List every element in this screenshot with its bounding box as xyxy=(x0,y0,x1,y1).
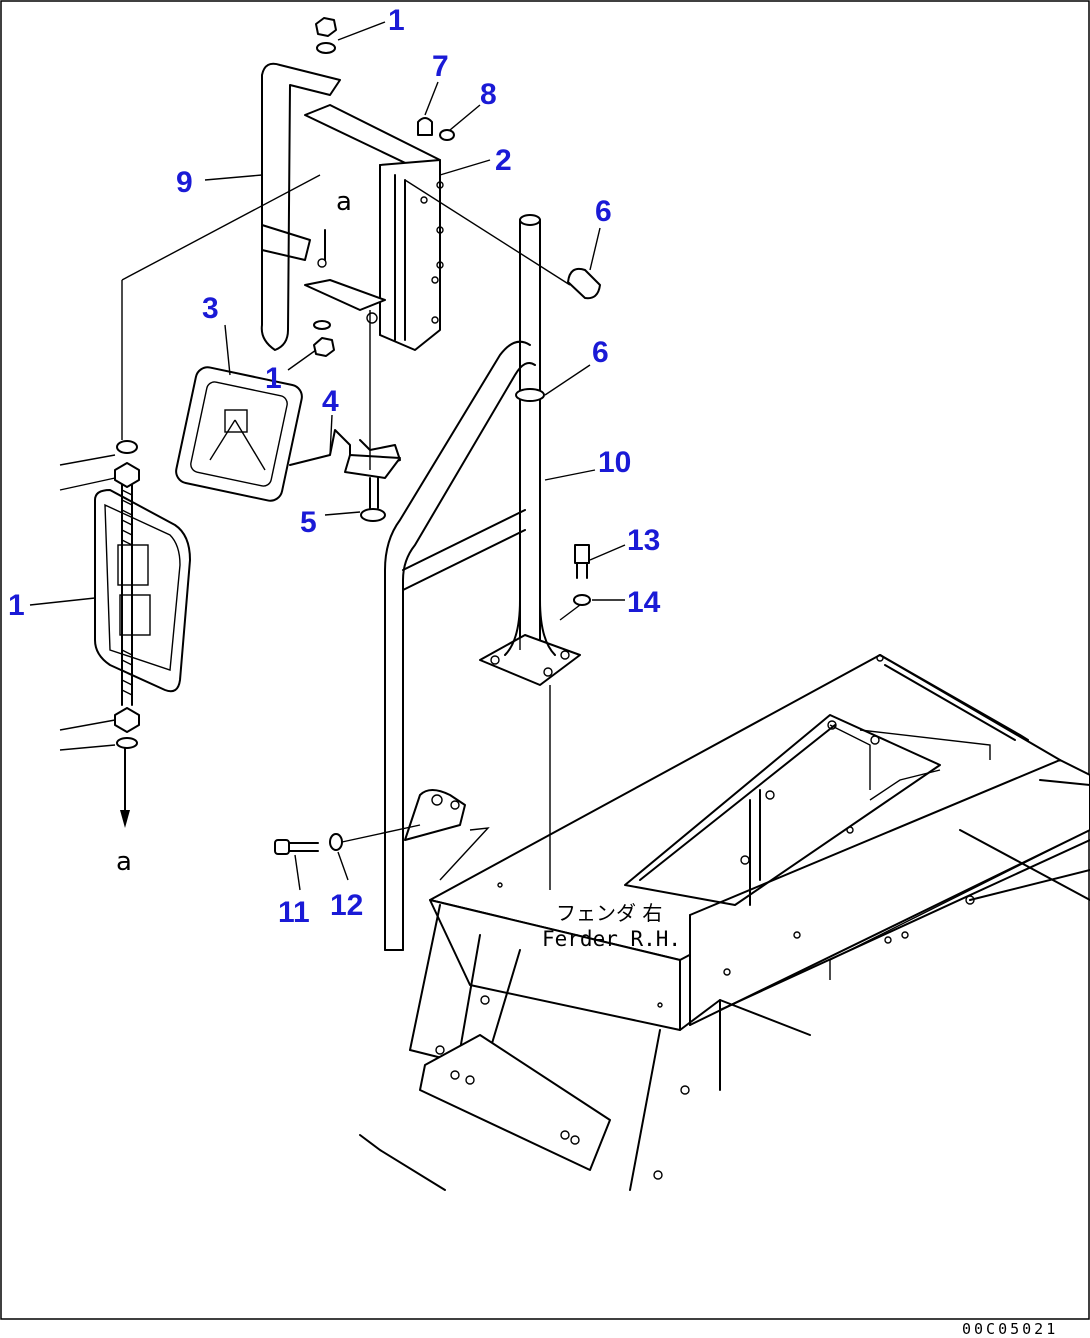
part-label-12: 12 xyxy=(330,889,363,922)
part-label-2: 2 xyxy=(495,144,512,177)
hardware-small-parts xyxy=(274,17,601,855)
mirror-bracket xyxy=(260,62,444,351)
part-label-1-top: 1 xyxy=(388,4,405,37)
part-label-6-mid: 6 xyxy=(592,336,609,369)
leader-lines xyxy=(29,21,626,891)
part-label-1-left: 1 xyxy=(8,589,25,622)
fender-rh xyxy=(359,654,1090,1191)
part-label-7: 7 xyxy=(432,50,449,83)
drawing-code: 00C05021 xyxy=(962,1320,1058,1338)
part-label-6-top: 6 xyxy=(595,195,612,228)
mirror-stay xyxy=(479,214,581,686)
part-label-8: 8 xyxy=(480,78,497,111)
fender-note-jp: フェンダ 右 xyxy=(556,901,662,925)
part-label-1-mid: 1 xyxy=(265,362,282,395)
part-labels: 1 7 8 2 9 6 3 1 6 4 10 5 13 14 1 11 12 xyxy=(8,4,661,929)
part-label-9: 9 xyxy=(176,166,193,199)
part-label-14: 14 xyxy=(627,586,661,619)
part-label-5: 5 xyxy=(300,506,317,539)
part-label-4: 4 xyxy=(322,385,339,418)
part-label-10: 10 xyxy=(598,446,631,479)
side-mirror-assembly xyxy=(59,440,191,828)
mirror-arm xyxy=(289,429,401,479)
part-label-13: 13 xyxy=(627,524,660,557)
fender-note-en: Ferder R.H. xyxy=(542,927,681,951)
part-label-3: 3 xyxy=(202,292,219,325)
mirror-glass xyxy=(175,366,303,502)
reference-mark-upper: a xyxy=(336,187,352,217)
reference-mark-lower: a xyxy=(116,847,132,877)
part-label-11: 11 xyxy=(278,896,310,929)
